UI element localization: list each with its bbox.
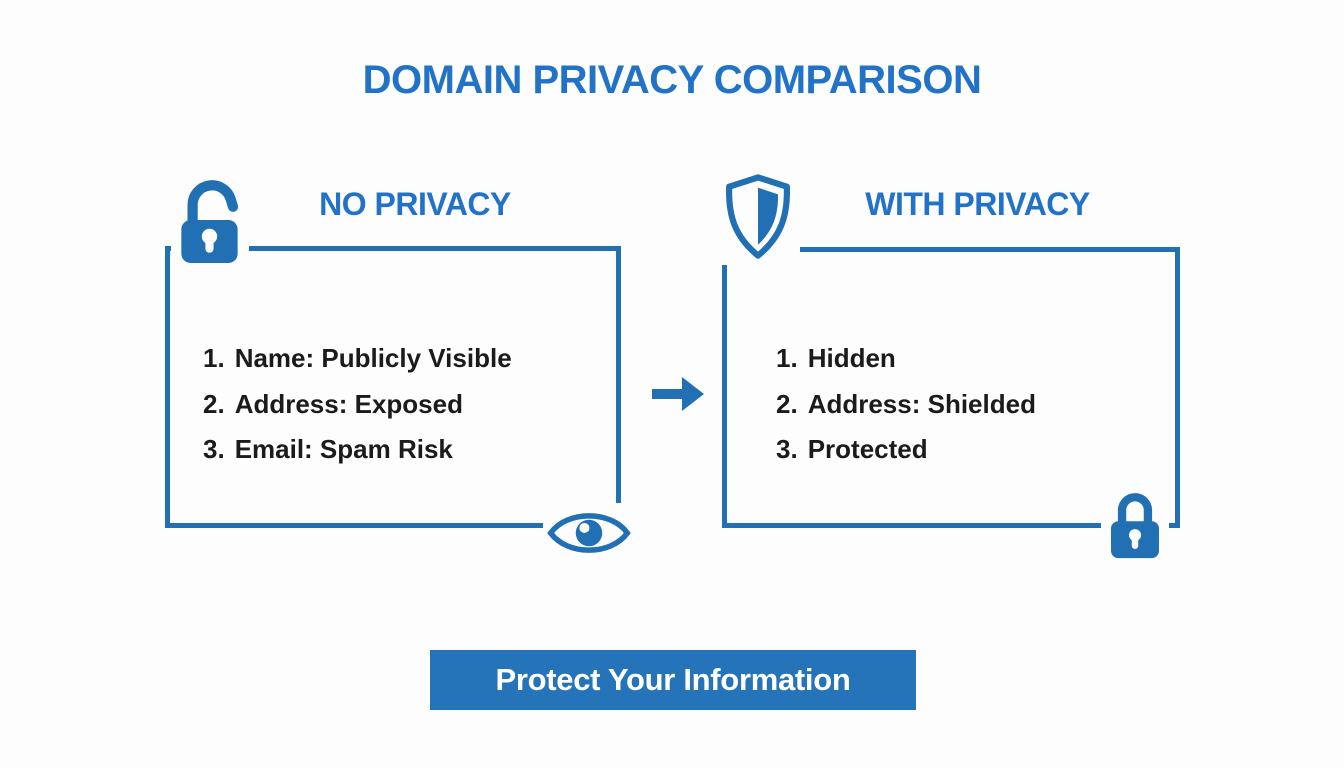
eye-icon bbox=[543, 503, 635, 563]
list-item-number: 2. bbox=[203, 388, 225, 419]
no-privacy-item-list: 1. Name: Publicly Visible 2. Address: Ex… bbox=[203, 336, 512, 473]
shield-icon bbox=[716, 168, 800, 265]
list-item: 1. Hidden bbox=[776, 336, 1036, 382]
protect-information-button[interactable]: Protect Your Information bbox=[430, 650, 916, 710]
list-item-number: 2. bbox=[776, 388, 798, 419]
with-privacy-heading: WITH PRIVACY bbox=[865, 186, 1090, 222]
list-item: 3. Email: Spam Risk bbox=[203, 427, 512, 473]
list-item-text: Name: Publicly Visible bbox=[234, 343, 512, 373]
no-privacy-heading: NO PRIVACY bbox=[319, 186, 511, 222]
with-privacy-box bbox=[722, 247, 1180, 528]
lock-icon bbox=[1101, 486, 1169, 562]
page-title: DOMAIN PRIVACY COMPARISON bbox=[362, 58, 982, 102]
list-item-number: 3. bbox=[776, 434, 798, 464]
list-item: 1. Name: Publicly Visible bbox=[203, 336, 512, 382]
list-item-text: Protected bbox=[807, 434, 928, 464]
list-item: 2. Address: Exposed bbox=[203, 382, 512, 428]
no-privacy-box bbox=[165, 246, 621, 528]
list-item: 3. Protected bbox=[776, 427, 1036, 473]
list-item-text: Address: Shielded bbox=[807, 388, 1036, 419]
with-privacy-item-list: 1. Hidden 2. Address: Shielded 3. Protec… bbox=[776, 336, 1036, 473]
list-item-text: Address: Exposed bbox=[234, 388, 463, 419]
list-item-number: 1. bbox=[776, 343, 798, 373]
arrow-right-icon bbox=[652, 374, 704, 414]
list-item-text: Email: Spam Risk bbox=[234, 434, 453, 464]
unlock-icon bbox=[171, 172, 249, 266]
list-item: 2. Address: Shielded bbox=[776, 382, 1036, 428]
list-item-text: Hidden bbox=[807, 343, 896, 373]
list-item-number: 1. bbox=[203, 343, 225, 373]
list-item-number: 3. bbox=[203, 434, 225, 464]
